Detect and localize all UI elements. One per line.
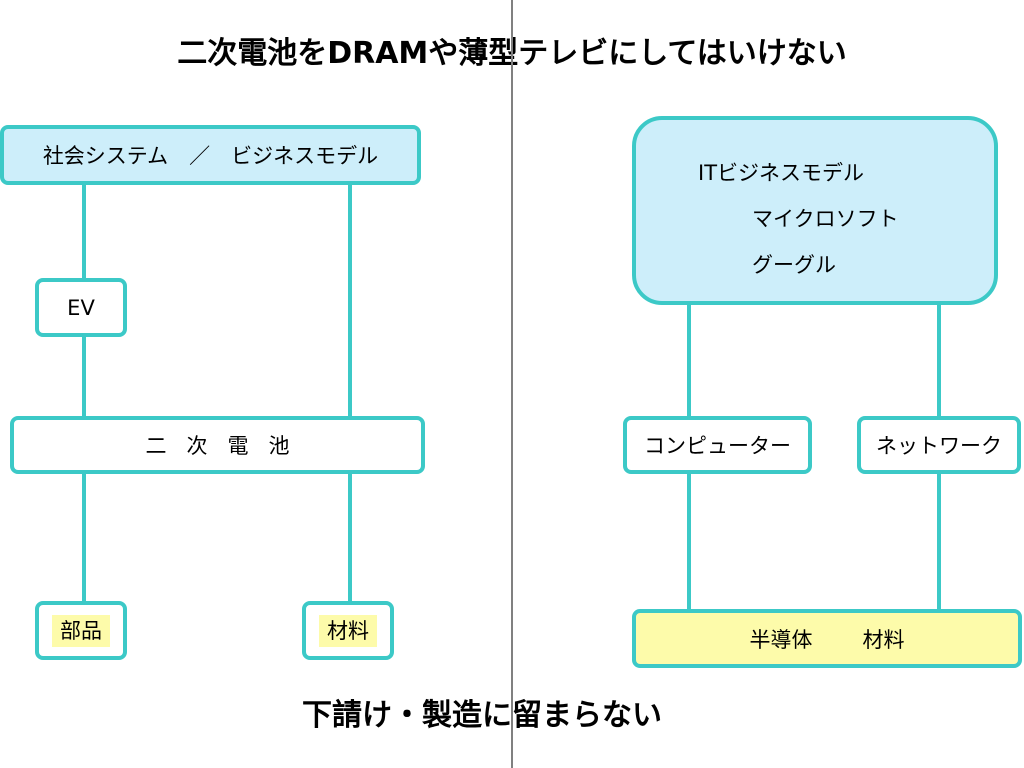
connector-network-to-semiconductor xyxy=(937,472,941,612)
materials-label-left: 材料 xyxy=(319,614,377,647)
footer-title: 下請け・製造に留まらない xyxy=(302,698,662,733)
connector-battery-to-parts xyxy=(82,470,86,604)
it-business-model-label: ITビジネスモデル xyxy=(698,161,865,185)
network-box: ネットワーク xyxy=(857,416,1021,474)
computer-label: コンピューター xyxy=(644,434,791,458)
parts-label: 部品 xyxy=(52,614,110,647)
connector-battery-to-materials xyxy=(348,470,352,604)
connector-computer-to-semiconductor xyxy=(687,472,691,612)
ev-box: EV xyxy=(35,278,127,337)
google-label: グーグル xyxy=(752,253,836,277)
semiconductor-materials-box: 半導体 材料 xyxy=(632,609,1022,668)
battery-char-1: 二 xyxy=(145,434,167,458)
it-business-model-box: ITビジネスモデル マイクロソフト グーグル xyxy=(632,116,998,305)
battery-char-3: 電 xyxy=(227,434,249,458)
ev-label: EV xyxy=(67,295,95,320)
computer-box: コンピューター xyxy=(623,416,812,474)
connector-top-to-ev xyxy=(82,182,86,280)
materials-box-left: 材料 xyxy=(302,601,394,660)
connector-ev-to-battery xyxy=(82,334,86,418)
social-system-business-model-label: 社会システム ／ ビジネスモデル xyxy=(42,144,379,168)
center-divider xyxy=(511,0,513,768)
semiconductor-label: 半導体 xyxy=(749,627,813,652)
network-label: ネットワーク xyxy=(876,434,1002,458)
connector-it-to-computer xyxy=(687,302,691,418)
materials-label-right: 材料 xyxy=(862,627,905,652)
battery-char-2: 次 xyxy=(186,434,208,458)
microsoft-label: マイクロソフト xyxy=(752,207,899,231)
battery-char-4: 池 xyxy=(268,434,290,458)
social-system-business-model-box: 社会システム ／ ビジネスモデル xyxy=(0,125,421,185)
connector-top-to-battery-right xyxy=(348,182,352,418)
secondary-battery-box: 二 次 電 池 xyxy=(10,416,425,474)
connector-it-to-network xyxy=(937,302,941,418)
parts-box: 部品 xyxy=(35,601,127,660)
